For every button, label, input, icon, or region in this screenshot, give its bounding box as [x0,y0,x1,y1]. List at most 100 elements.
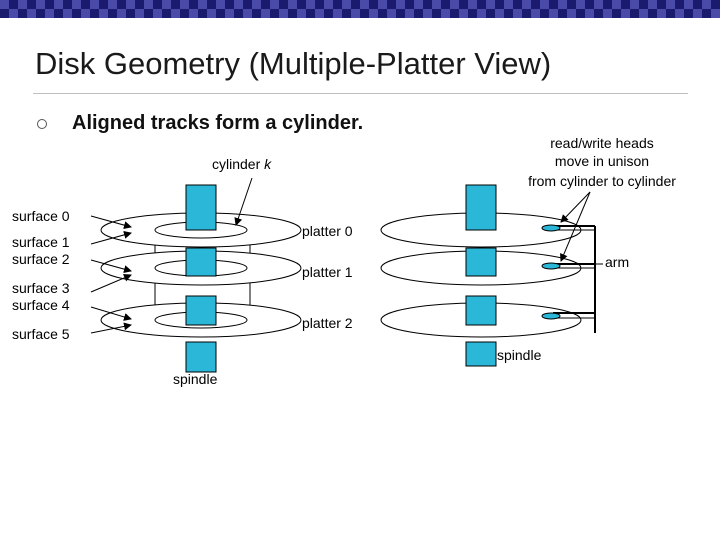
banner-check [594,0,603,9]
banner-check [153,9,162,18]
banner-check [135,9,144,18]
bullet-circle-icon [37,119,47,129]
banner-check [27,9,36,18]
spindle-segment [185,247,217,277]
banner-check [225,9,234,18]
spindle-segment [185,295,217,326]
banner-check [297,9,306,18]
banner-check [531,9,540,18]
rw-head-icon [541,262,561,270]
banner-check [117,9,126,18]
banner-check [306,0,315,9]
banner-check [36,0,45,9]
surface-0-arrow [90,215,132,230]
banner-check [567,9,576,18]
banner-check [108,0,117,9]
surface-2-label: surface 2 [12,251,70,267]
banner-check [639,9,648,18]
banner-check [657,9,666,18]
surface-2-arrow [90,259,132,274]
top-banner [0,0,720,18]
left-disk: surface 0 surface 1 surface 2 surface 3 … [12,156,353,387]
left-spindle-label: spindle [173,371,218,387]
banner-check [315,9,324,18]
surface-4-label: surface 4 [12,297,70,313]
banner-check [486,0,495,9]
banner-check [522,0,531,9]
banner-check [459,9,468,18]
arm-label: arm [605,254,629,270]
banner-check [414,0,423,9]
banner-check [45,9,54,18]
surface-4-arrow [90,306,132,321]
banner-check [261,9,270,18]
right-spindle-segment [465,184,497,231]
rw-head-icon [541,224,561,232]
banner-check [270,0,279,9]
surface-1-label: surface 1 [12,234,70,250]
heads-note-line-3: from cylinder to cylinder [528,173,676,189]
banner-check [423,9,432,18]
banner-check [324,0,333,9]
banner-check [513,9,522,18]
rw-head-icon [541,312,561,320]
banner-check [504,0,513,9]
banner-check [342,0,351,9]
banner-check [63,9,72,18]
banner-check [540,0,549,9]
banner-check [54,0,63,9]
banner-check [360,0,369,9]
banner-check [648,0,657,9]
platter-1-label: platter 1 [302,264,353,280]
checkered-banner [0,0,720,18]
banner-check [288,0,297,9]
banner-check [603,9,612,18]
surface-3-arrow [90,274,132,293]
page-title: Disk Geometry (Multiple-Platter View) [35,46,552,81]
banner-check [666,0,675,9]
right-spindle-segment [465,341,497,367]
banner-check [612,0,621,9]
banner-check [450,0,459,9]
heads-note-line-1: read/write heads [550,135,654,151]
banner-check [180,0,189,9]
banner-check [405,9,414,18]
banner-check [198,0,207,9]
banner-check [621,9,630,18]
heads-arrow [560,191,591,223]
spindle-segment [185,341,217,373]
banner-check [684,0,693,9]
banner-check [585,9,594,18]
surface-0-label: surface 0 [12,208,70,224]
banner-check [81,9,90,18]
spindle-segment [185,184,217,231]
banner-check [558,0,567,9]
banner-check [171,9,180,18]
right-spindle-segment [465,247,497,277]
banner-check [675,9,684,18]
surface-3-label: surface 3 [12,280,70,296]
banner-check [216,0,225,9]
banner-check [369,9,378,18]
banner-check [234,0,243,9]
platter-0-label: platter 0 [302,223,353,239]
banner-check [207,9,216,18]
banner-check [243,9,252,18]
banner-check [387,9,396,18]
banner-check [99,9,108,18]
banner-check [252,0,261,9]
banner-check [477,9,486,18]
banner-check [432,0,441,9]
banner-check [702,0,711,9]
surface-5-arrow [90,322,132,334]
banner-check [162,0,171,9]
surface-5-label: surface 5 [12,326,70,342]
banner-check [18,0,27,9]
banner-check [441,9,450,18]
banner-check [630,0,639,9]
banner-check [351,9,360,18]
banner-check [396,0,405,9]
surface-1-arrow [90,230,132,245]
right-spindle-segment [465,295,497,326]
banner-check [378,0,387,9]
